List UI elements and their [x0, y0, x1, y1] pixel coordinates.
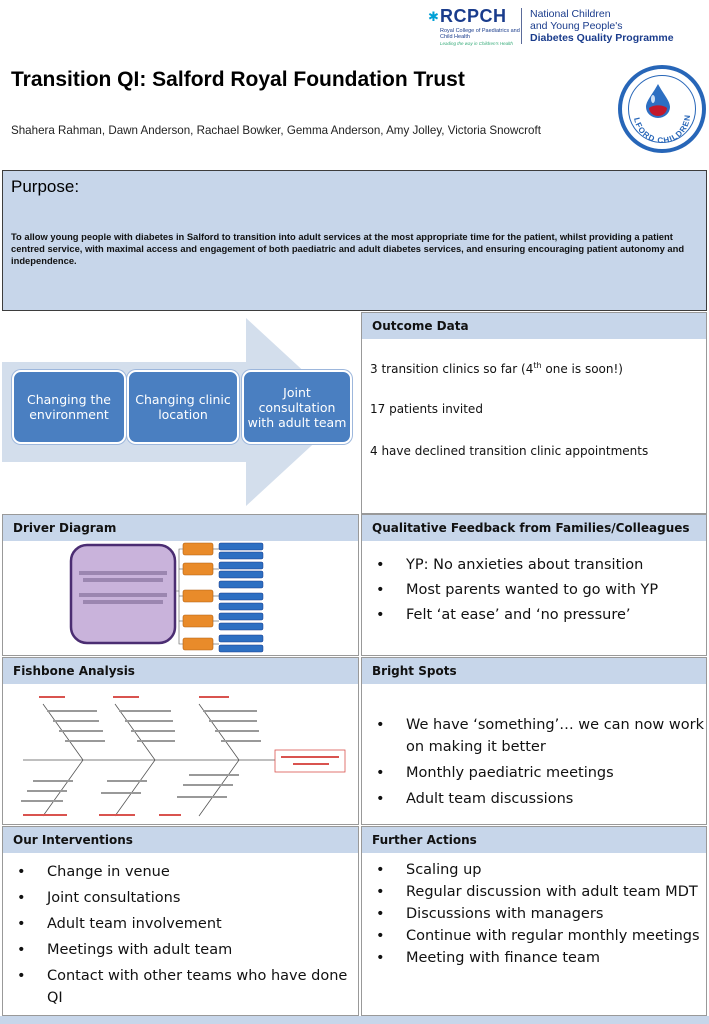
fishbone-graphic [21, 696, 346, 817]
outcome-clinics: 3 transition clinics so far (4th one is … [370, 361, 623, 376]
qualitative-heading: Qualitative Feedback from Families/Colle… [362, 515, 706, 541]
bright-heading: Bright Spots [362, 658, 706, 684]
ndqp-line3: Diabetes Quality Programme [530, 32, 674, 44]
poster-header: ✱ RCPCH Royal College of Paediatrics and… [0, 0, 709, 170]
fishbone-panel: Fishbone Analysis [2, 657, 359, 825]
interventions-panel: Our Interventions Change in venue Joint … [2, 826, 359, 1016]
page-title: Transition QI: Salford Royal Foundation … [11, 68, 465, 91]
further-list: Scaling up Regular discussion with adult… [370, 859, 704, 969]
driver-heading: Driver Diagram [3, 515, 358, 541]
list-item: Contact with other teams who have done Q… [11, 965, 351, 1009]
ndqp-line2: and Young People's [530, 20, 623, 32]
rcpch-logo: ✱ RCPCH Royal College of Paediatrics and… [428, 6, 528, 48]
purpose-text: To allow young people with diabetes in S… [11, 231, 685, 266]
list-item: Joint consultations [11, 887, 351, 909]
list-item: Adult team involvement [11, 913, 351, 935]
list-item: Continue with regular monthly meetings [370, 925, 704, 947]
list-item: Meetings with adult team [11, 939, 351, 961]
ndqp-line1: National Children [530, 8, 611, 20]
list-item: Meeting with finance team [370, 947, 704, 969]
interventions-list: Change in venue Joint consultations Adul… [11, 861, 351, 1009]
step-changing-clinic-location: Changing clinic location [127, 370, 239, 444]
outcome-heading: Outcome Data [362, 313, 706, 339]
star-icon: ✱ [428, 9, 439, 24]
list-item: Change in venue [11, 861, 351, 883]
list-item: Regular discussion with adult team MDT [370, 881, 704, 903]
qualitative-list: YP: No anxieties about transition Most p… [370, 553, 704, 628]
step-joint-consultation: Joint consultation with adult team [242, 370, 352, 444]
ndqp-logo: National Children and Young People's Dia… [530, 8, 705, 44]
bright-spots-panel: Bright Spots We have ‘something’… we can… [361, 657, 707, 825]
authors: Shahera Rahman, Dawn Anderson, Rachael B… [11, 124, 541, 137]
list-item: Scaling up [370, 859, 704, 881]
further-actions-panel: Further Actions Scaling up Regular discu… [361, 826, 707, 1016]
seal-inner-ring [628, 75, 696, 143]
rcpch-name: RCPCH [440, 6, 507, 26]
list-item: Felt ‘at ease’ and ‘no pressure’ [370, 603, 704, 628]
list-item: Most parents wanted to go with YP [370, 578, 704, 603]
rcpch-subtitle: Royal College of Paediatrics and Child H… [440, 28, 520, 40]
list-item: Monthly paediatric meetings [370, 762, 704, 784]
outcome-data-panel: Outcome Data 3 transition clinics so far… [361, 312, 707, 514]
list-item: Discussions with managers [370, 903, 704, 925]
rcpch-tagline: Leading the way in Children's Health [440, 41, 513, 46]
footer-bar [0, 1016, 709, 1024]
driver-diagram-graphic [69, 542, 264, 653]
blood-drop-icon [646, 84, 670, 118]
purpose-section: Purpose: To allow young people with diab… [2, 170, 707, 311]
list-item: YP: No anxieties about transition [370, 553, 704, 578]
purpose-heading: Purpose: [11, 177, 80, 196]
process-arrow-graphic: Changing the environment Changing clinic… [2, 312, 359, 512]
qualitative-feedback-panel: Qualitative Feedback from Families/Colle… [361, 514, 707, 656]
fishbone-heading: Fishbone Analysis [3, 658, 358, 684]
step-changing-environment: Changing the environment [12, 370, 126, 444]
list-item: We have ‘something’… we can now work on … [370, 714, 704, 758]
bright-list: We have ‘something’… we can now work on … [370, 714, 704, 810]
further-heading: Further Actions [362, 827, 706, 853]
logo-divider [521, 8, 522, 44]
salford-childrens-seal: SALFORD CHILDREN'S [618, 65, 706, 153]
interventions-heading: Our Interventions [3, 827, 358, 853]
list-item: Adult team discussions [370, 788, 704, 810]
driver-diagram-panel: Driver Diagram [2, 514, 359, 656]
outcome-declined: 4 have declined transition clinic appoin… [370, 444, 649, 458]
outcome-invited: 17 patients invited [370, 402, 483, 416]
